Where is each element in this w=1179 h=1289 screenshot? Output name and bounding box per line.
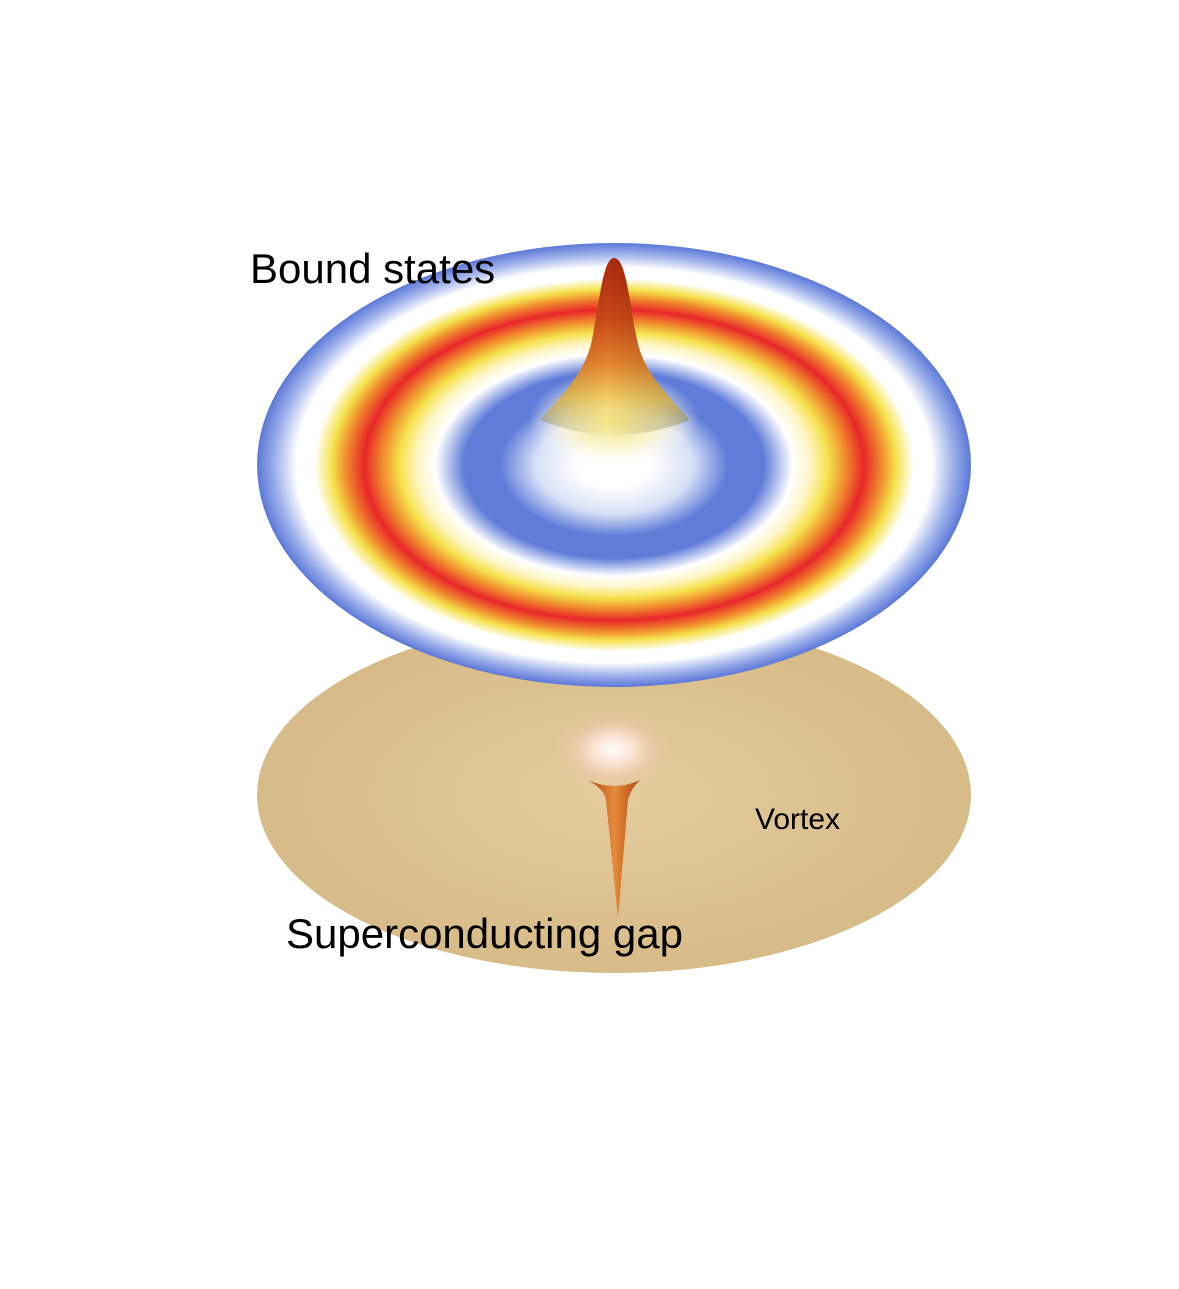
superconducting-gap-label: Superconducting gap	[286, 910, 683, 957]
bound-states-label: Bound states	[250, 245, 496, 292]
vortex-label: Vortex	[755, 803, 841, 836]
vortex-core-glow	[551, 708, 675, 792]
superconducting-gap-spike	[588, 780, 640, 918]
bound-state-peak-shading	[540, 258, 690, 435]
